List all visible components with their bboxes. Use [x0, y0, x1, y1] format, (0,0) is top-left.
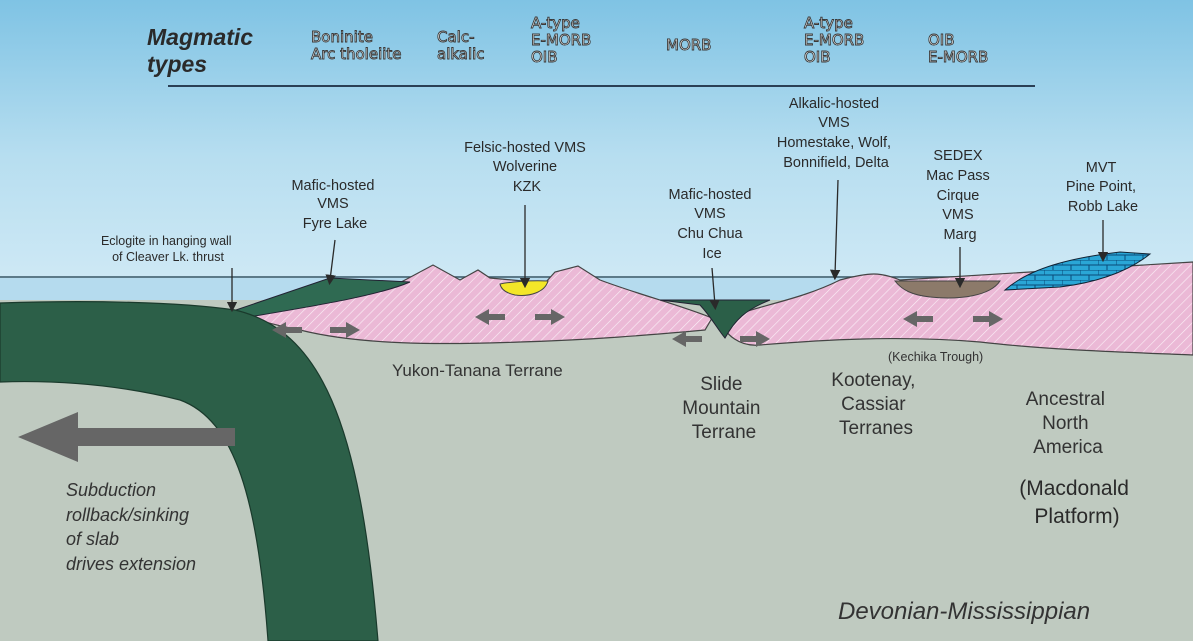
magmatic-title-line1: Magmatic: [147, 24, 253, 50]
label-period: Devonian-Mississippian: [838, 598, 1090, 625]
label-kootenay-cassiar: Kootenay, Cassiar Terranes: [831, 370, 920, 439]
magmatic-group-calc-alkalic: Calc- alkalic: [437, 28, 485, 63]
label-yukon-tanana-terrane: Yukon-Tanana Terrane: [392, 361, 563, 380]
magmatic-group-morb: MORB: [666, 36, 711, 54]
magmatic-title-line2: types: [147, 51, 207, 77]
label-kechika-trough: (Kechika Trough): [888, 350, 983, 364]
